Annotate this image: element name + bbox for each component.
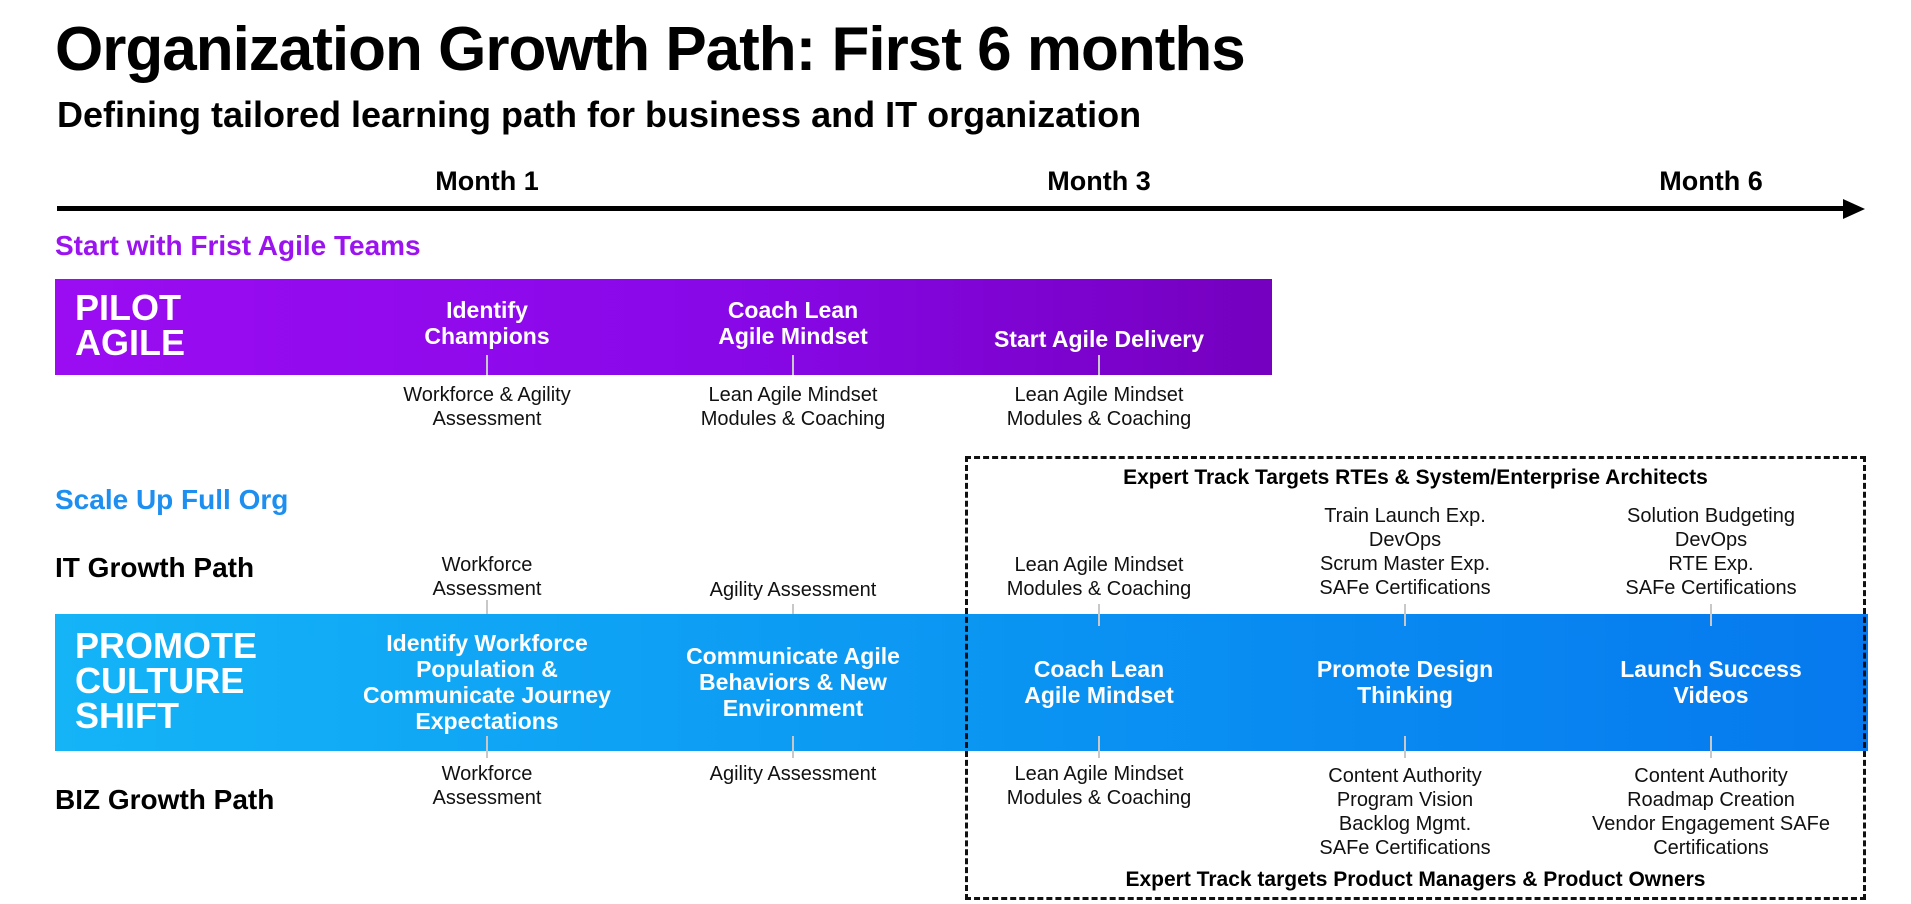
pilot-tick-1 bbox=[486, 355, 488, 375]
timeline-month-1: Month 1 bbox=[435, 166, 539, 196]
expert-track-top-label: Expert Track Targets RTEs & System/Enter… bbox=[1123, 466, 1708, 489]
it-note-3: Lean Agile Mindset Modules & Coaching bbox=[1006, 554, 1192, 600]
pilot-note-1: Workforce & Agility Assessment bbox=[403, 384, 571, 430]
pilot-step-start-delivery-title: Start Agile Delivery bbox=[993, 326, 1205, 352]
it-note-2: Agility Assessment bbox=[709, 579, 877, 601]
culture-step-success-videos: Launch Success Videos bbox=[1620, 656, 1802, 708]
pilot-note-2: Lean Agile Mindset Modules & Coaching bbox=[700, 384, 886, 430]
timeline-month-6: Month 6 bbox=[1659, 166, 1763, 196]
timeline-arrow-icon bbox=[1843, 199, 1865, 219]
expert-track-box bbox=[965, 456, 1866, 900]
expert-track-bottom-label: Expert Track targets Product Managers & … bbox=[1125, 868, 1706, 891]
culture-step-coach-lean: Coach Lean Agile Mindset bbox=[1024, 656, 1174, 708]
pilot-tick-2 bbox=[792, 355, 794, 375]
it-tick-4 bbox=[1404, 604, 1406, 626]
it-note-1: Workforce Assessment bbox=[432, 554, 542, 600]
pilot-agile-label: PILOT AGILE bbox=[75, 287, 186, 363]
pilot-note-3: Lean Agile Mindset Modules & Coaching bbox=[1006, 384, 1192, 430]
page-subtitle: Defining tailored learning path for busi… bbox=[57, 94, 1142, 135]
pilot-step-start-delivery: Start Agile Delivery (First PI) bbox=[949, 300, 1249, 430]
biz-note-1: Workforce Assessment bbox=[432, 763, 542, 809]
biz-tick-2 bbox=[792, 736, 794, 758]
pilot-section-heading: Start with Frist Agile Teams bbox=[55, 230, 421, 261]
pilot-step-coach-lean: Coach Lean Agile Mindset bbox=[718, 297, 868, 349]
it-tick-3 bbox=[1098, 604, 1100, 626]
culture-step-design-thinking: Promote Design Thinking bbox=[1316, 656, 1494, 708]
pilot-tick-3 bbox=[1098, 355, 1100, 375]
timeline-month-3: Month 3 bbox=[1047, 166, 1151, 196]
it-growth-path-label: IT Growth Path bbox=[55, 552, 255, 583]
biz-note-4: Content Authority Program Vision Backlog… bbox=[1319, 765, 1491, 859]
biz-note-2: Agility Assessment bbox=[709, 763, 877, 785]
it-note-4: Train Launch Exp. DevOps Scrum Master Ex… bbox=[1319, 505, 1491, 599]
it-tick-2 bbox=[792, 604, 794, 614]
timeline-axis bbox=[57, 206, 1847, 211]
it-tick-5 bbox=[1710, 604, 1712, 626]
culture-step-communicate-agile: Communicate Agile Behaviors & New Enviro… bbox=[686, 643, 900, 721]
biz-note-5: Content Authority Roadmap Creation Vendo… bbox=[1592, 765, 1830, 859]
it-note-5: Solution Budgeting DevOps RTE Exp. SAFe … bbox=[1625, 505, 1797, 599]
biz-note-3: Lean Agile Mindset Modules & Coaching bbox=[1006, 763, 1192, 809]
pilot-step-identify-champions: Identify Champions bbox=[424, 297, 550, 349]
culture-step-identify-workforce: Identify Workforce Population & Communic… bbox=[363, 630, 611, 734]
biz-growth-path-label: BIZ Growth Path bbox=[55, 784, 275, 815]
page-title: Organization Growth Path: First 6 months bbox=[55, 15, 1246, 84]
biz-tick-3 bbox=[1098, 736, 1100, 758]
biz-tick-4 bbox=[1404, 736, 1406, 758]
promote-culture-label: PROMOTE CULTURE SHIFT bbox=[75, 625, 258, 736]
scale-section-heading: Scale Up Full Org bbox=[55, 484, 289, 515]
biz-tick-1 bbox=[486, 736, 488, 758]
pilot-agile-band bbox=[55, 279, 1272, 375]
pilot-step-start-delivery-subtitle: (First PI) bbox=[1054, 378, 1144, 404]
biz-tick-5 bbox=[1710, 736, 1712, 758]
it-tick-1 bbox=[486, 600, 488, 614]
promote-culture-band bbox=[55, 614, 1868, 751]
